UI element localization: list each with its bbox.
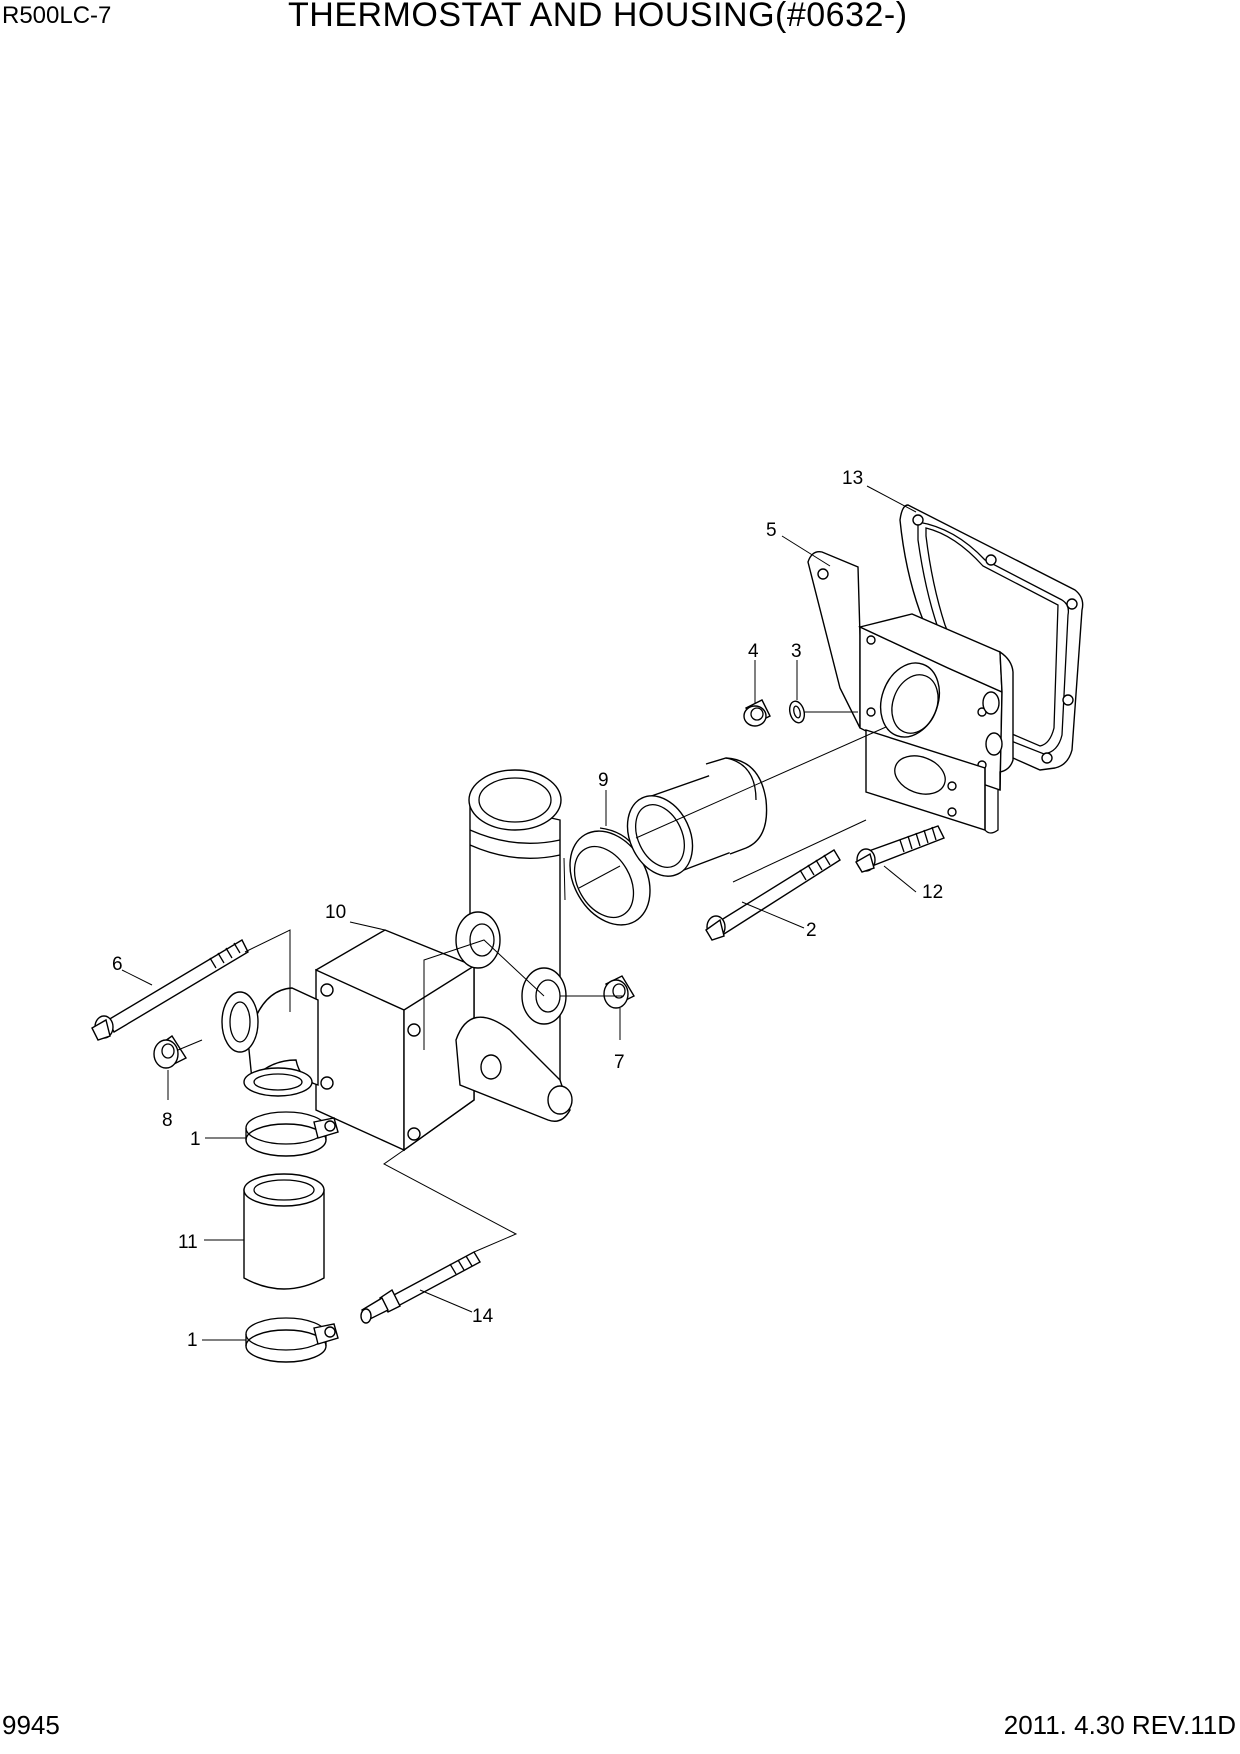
part-13-gasket	[899, 504, 1084, 771]
callout-2: 2	[806, 920, 817, 941]
callout-5: 5	[766, 520, 777, 541]
callout-11: 11	[178, 1232, 198, 1253]
part-6-bolt	[91, 939, 249, 1041]
callout-4: 4	[748, 641, 759, 662]
part-7-plug	[603, 975, 635, 1009]
callout-9: 9	[598, 770, 609, 791]
callout-labels: 13 5 4 3 9 12 2 10 6 7 8 1 11 1 14	[112, 468, 943, 1351]
callout-6: 6	[112, 954, 123, 975]
part-1-hose-clamp-lower	[245, 1317, 339, 1363]
callout-8: 8	[162, 1110, 173, 1131]
part-1-hose-clamp-upper	[245, 1111, 339, 1157]
part-10-thermostat-housing	[221, 769, 573, 1152]
callout-10: 10	[325, 902, 346, 923]
page-number: 9945	[2, 1710, 60, 1740]
revision-date: 2011. 4.30 REV.11D	[1003, 1710, 1236, 1740]
model-code: R500LC-7	[2, 2, 112, 29]
part-3-washer	[788, 700, 806, 724]
part-2-bolt	[705, 849, 841, 941]
callout-13: 13	[842, 468, 863, 489]
callout-12: 12	[922, 882, 943, 903]
callout-1-upper: 1	[190, 1129, 201, 1150]
callout-3: 3	[791, 641, 802, 662]
thermostat	[626, 757, 768, 877]
callout-7: 7	[614, 1052, 625, 1073]
part-5-thermostat-cover	[807, 551, 1014, 834]
leader-lines	[121, 485, 917, 1341]
part-8-plug	[153, 1035, 188, 1069]
part-11-hose	[243, 1173, 325, 1290]
part-14-stud-bolt	[360, 1251, 481, 1324]
part-4-plug	[743, 699, 771, 727]
callout-1-lower: 1	[187, 1330, 198, 1351]
callout-14: 14	[472, 1306, 494, 1327]
page-title: THERMOSTAT AND HOUSING(#0632-)	[288, 0, 908, 34]
part-12-bolt	[855, 825, 945, 873]
